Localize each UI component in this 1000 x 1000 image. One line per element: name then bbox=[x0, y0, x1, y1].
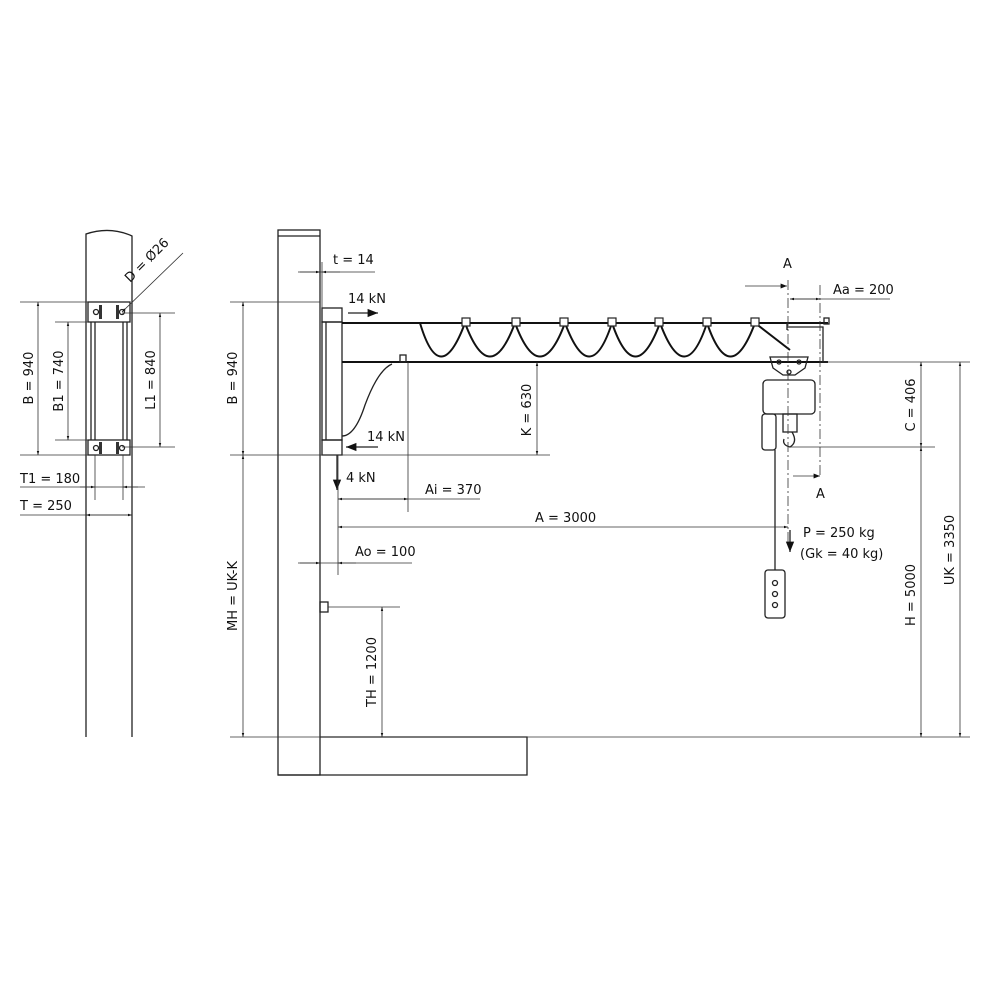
ao-label: Ao = 100 bbox=[355, 545, 416, 560]
h-label: H = 5000 bbox=[904, 564, 919, 626]
c-label: C = 406 bbox=[904, 378, 919, 431]
t-thickness-label: t = 14 bbox=[333, 253, 374, 268]
a-label: A = 3000 bbox=[535, 511, 596, 526]
k-label: K = 630 bbox=[520, 384, 535, 437]
front-b-label: B = 940 bbox=[226, 352, 241, 405]
d-label: D = Ø26 bbox=[122, 236, 172, 286]
upper-clamp-plate bbox=[87, 301, 131, 323]
lower-bracket bbox=[321, 439, 343, 456]
foundation bbox=[278, 736, 528, 776]
column bbox=[277, 229, 321, 776]
section-a-top: A bbox=[783, 257, 792, 272]
t-label: T = 250 bbox=[19, 499, 72, 514]
force-bottom-label: 14 kN bbox=[367, 430, 405, 445]
t1-label: T1 = 180 bbox=[19, 472, 80, 487]
b1-label: B1 = 740 bbox=[52, 350, 67, 411]
load-label: P = 250 kg bbox=[803, 526, 875, 541]
control-box bbox=[319, 601, 329, 613]
side-b-label: B = 940 bbox=[22, 352, 37, 405]
cable bbox=[341, 363, 393, 437]
mh-label: MH = UK-K bbox=[226, 561, 241, 632]
l1-label: L1 = 840 bbox=[144, 350, 159, 409]
end-stop bbox=[786, 323, 824, 362]
side-column bbox=[85, 229, 133, 737]
front-view: A A Aa = 200 t = 14 14 kN 14 kN 4 kN P =… bbox=[226, 229, 970, 776]
uk-label: UK = 3350 bbox=[943, 515, 958, 585]
weight-label: (Gk = 40 kg) bbox=[800, 547, 883, 562]
festoon-cable bbox=[419, 319, 791, 358]
lower-clamp-plate bbox=[87, 439, 131, 456]
section-a-bottom: A bbox=[816, 487, 825, 502]
pendant-control bbox=[764, 569, 786, 619]
force-top-label: 14 kN bbox=[348, 292, 386, 307]
force-vertical-label: 4 kN bbox=[346, 471, 376, 486]
chain-hoist bbox=[761, 356, 816, 619]
ai-label: Ai = 370 bbox=[425, 483, 481, 498]
th-label: TH = 1200 bbox=[365, 637, 380, 708]
aa-label: Aa = 200 bbox=[833, 283, 894, 298]
side-view: B = 940 B1 = 740 L1 = 840 D = Ø26 T1 = 1… bbox=[19, 229, 184, 737]
upper-bracket bbox=[321, 307, 343, 323]
